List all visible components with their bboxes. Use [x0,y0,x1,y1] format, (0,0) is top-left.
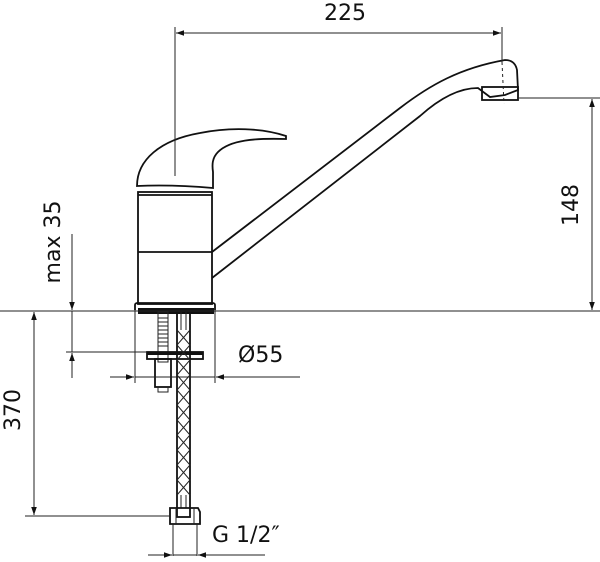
dimension-base-diameter: Ø55 [110,310,300,383]
mounting-assembly [138,308,214,556]
base-diameter-label: Ø55 [238,343,283,368]
dimension-hose-length: 370 [1,312,170,517]
connection-thread-label: G 1/2″ [212,523,280,548]
flex-hose [176,311,191,518]
dimension-spout-height: 148 [0,97,600,312]
faucet-body [134,59,519,310]
dimension-deck-thickness: max 35 [41,201,147,378]
dimension-connection-thread: G 1/2″ [148,523,280,558]
mounting-nut [154,358,172,388]
aerator [481,86,519,101]
deck-thickness-label: max 35 [41,201,66,284]
hose-nut [169,507,201,525]
dimension-spout-reach: 225 [174,1,503,176]
mixer-body [137,191,213,305]
spout-reach-label: 225 [324,1,366,26]
lever-handle [136,128,287,189]
spout [211,59,519,279]
spout-height-label: 148 [559,184,584,226]
hose-length-label: 370 [1,389,26,431]
